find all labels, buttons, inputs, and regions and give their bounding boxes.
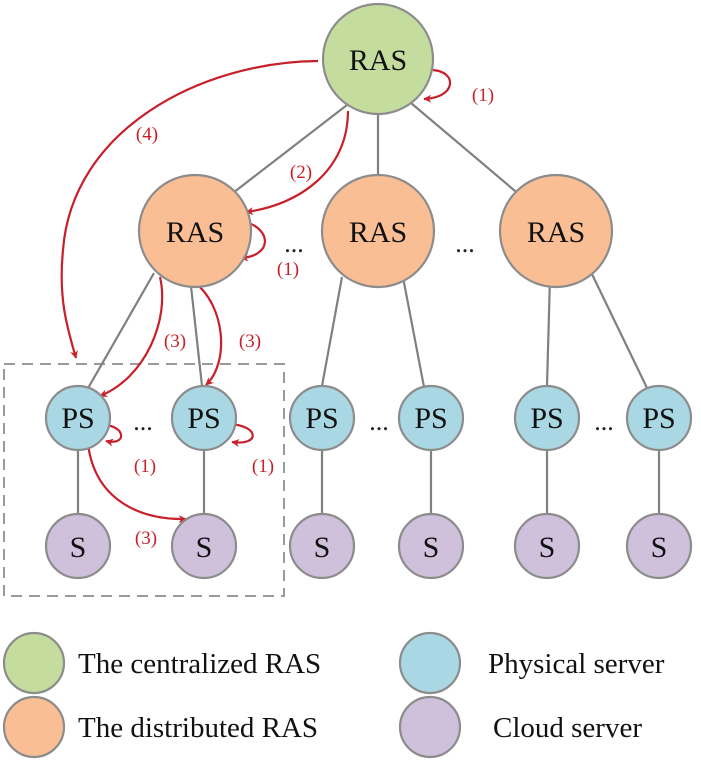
edge-ras1-to-ps2 xyxy=(188,276,204,387)
ellipsis: ... xyxy=(284,229,304,258)
physical-server-label: PS xyxy=(642,402,675,435)
central-ras-node: RAS xyxy=(321,2,435,116)
physical-server-nodes: PS PS PS PS PS PS xyxy=(44,384,693,452)
physical-server-circle xyxy=(44,384,112,452)
edge-ras1-to-ps1 xyxy=(86,272,155,391)
cloud-server-circle xyxy=(625,512,693,580)
physical-server-label: PS xyxy=(530,402,563,435)
ellipsis: ... xyxy=(369,407,389,436)
legend-swatch-centralized-ras xyxy=(2,631,66,695)
step-label: (1) xyxy=(472,85,494,106)
legend-label-centralized-ras: The centralized RAS xyxy=(78,648,321,680)
legend-label-distributed-ras: The distributed RAS xyxy=(78,712,318,744)
ellipsis: ... xyxy=(455,229,475,258)
step-labels: (1) (2) (4) (1) (3) (3) (1) (1) (3) xyxy=(134,85,494,549)
step-label: (3) xyxy=(239,331,261,352)
flow-arrows xyxy=(60,59,451,524)
distributed-ras-circle xyxy=(320,173,436,289)
distributed-ras-circle xyxy=(137,173,253,289)
physical-server-circle xyxy=(288,384,356,452)
step-label: (3) xyxy=(135,528,157,549)
arrow-central-to-distributed xyxy=(245,110,350,216)
arrow-ps2-self xyxy=(229,422,254,447)
distributed-ras-nodes: RAS RAS RAS xyxy=(137,173,614,289)
cloud-server-circle xyxy=(170,512,238,580)
cloud-server-label: S xyxy=(423,531,440,564)
arrow-central-self xyxy=(423,68,451,103)
cloud-server-nodes: S S S S S S xyxy=(44,512,693,580)
edge-central-to-ras1 xyxy=(228,104,348,197)
physical-group-box xyxy=(3,363,285,597)
step-label: (2) xyxy=(290,162,312,183)
physical-server-label: PS xyxy=(414,402,447,435)
legend-swatch-distributed-ras xyxy=(2,695,66,759)
cloud-server-label: S xyxy=(539,531,556,564)
legend-swatch-cloud-server xyxy=(398,695,462,759)
physical-server-circle xyxy=(170,384,238,452)
edge-ras3-to-ps5 xyxy=(545,276,552,387)
step-label: (1) xyxy=(252,456,274,477)
physical-server-label: PS xyxy=(187,402,220,435)
arrow-ps-to-cloud-server xyxy=(86,443,187,524)
arrow-central-to-group xyxy=(60,59,319,359)
physical-server-label: PS xyxy=(305,402,338,435)
step-label: (1) xyxy=(134,456,156,477)
distributed-ras-label: RAS xyxy=(527,216,585,249)
tree-edges xyxy=(76,102,661,516)
legend-label-physical-server: Physical server xyxy=(488,648,665,680)
step-label: (3) xyxy=(164,331,186,352)
edge-central-to-ras3 xyxy=(410,102,522,197)
ellipsis: ... xyxy=(133,407,153,436)
step-label: (1) xyxy=(277,259,299,280)
physical-server-circle xyxy=(625,384,693,452)
step-label: (4) xyxy=(136,124,158,145)
distributed-ras-circle xyxy=(498,173,614,289)
cloud-server-label: S xyxy=(651,531,668,564)
central-ras-circle xyxy=(321,2,435,116)
arrow-distributed-self xyxy=(240,220,266,262)
distributed-ras-label: RAS xyxy=(166,216,224,249)
edge-ras2-to-ps4 xyxy=(400,271,426,388)
cloud-server-circle xyxy=(513,512,581,580)
ellipsis: ... xyxy=(594,407,614,436)
ellipsis-markers: ... ... ... ... ... xyxy=(133,229,614,436)
legend-label-cloud-server: Cloud server xyxy=(493,712,642,744)
cloud-server-circle xyxy=(288,512,356,580)
physical-server-circle xyxy=(513,384,581,452)
physical-server-label: PS xyxy=(61,402,94,435)
cloud-server-circle xyxy=(397,512,465,580)
distributed-ras-label: RAS xyxy=(349,216,407,249)
cloud-server-label: S xyxy=(70,531,87,564)
cloud-server-label: S xyxy=(314,531,331,564)
legend: The centralized RAS Physical server The … xyxy=(2,631,665,759)
physical-server-circle xyxy=(397,384,465,452)
central-ras-label: RAS xyxy=(349,44,407,77)
edge-ras3-to-ps6 xyxy=(589,269,649,391)
legend-swatch-physical-server xyxy=(398,631,462,695)
cloud-server-circle xyxy=(44,512,112,580)
arrow-distributed-to-ps2 xyxy=(193,281,223,386)
cloud-server-label: S xyxy=(196,531,213,564)
arrow-distributed-to-ps1 xyxy=(99,276,164,398)
edge-ras2-to-ps3 xyxy=(320,276,344,387)
